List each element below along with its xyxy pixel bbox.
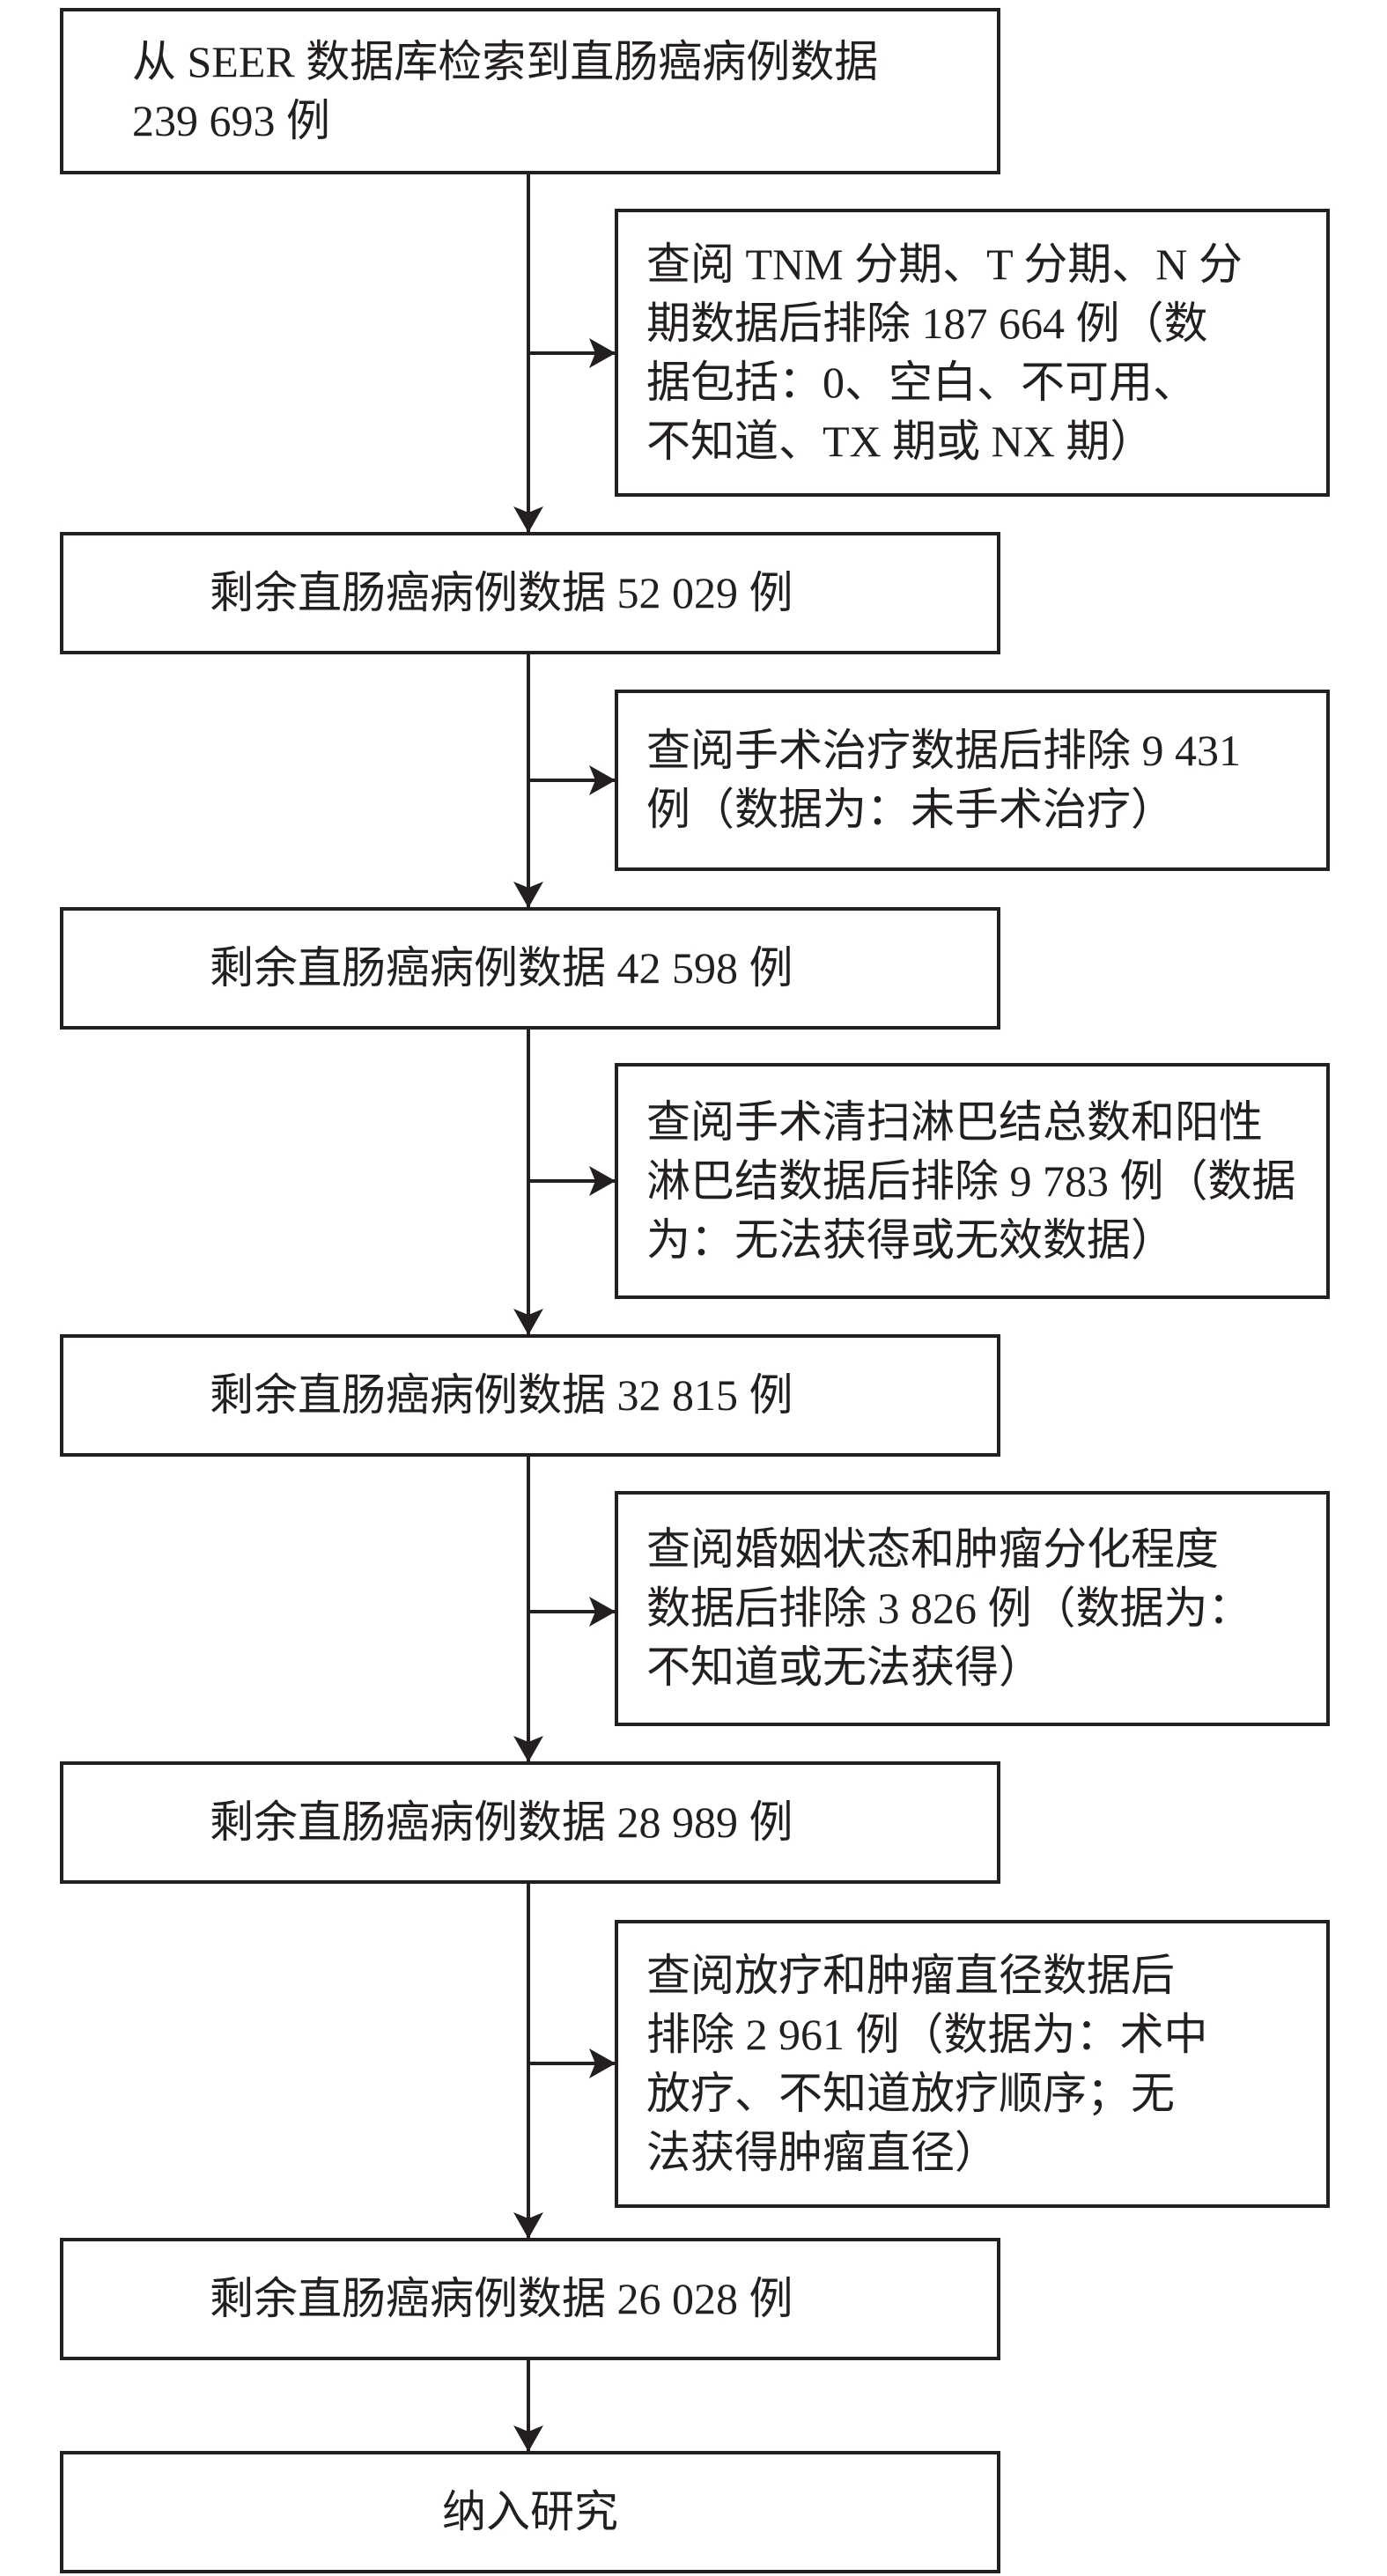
exclusion-text-5: 查阅放疗和肿瘤直径数据后 排除 2 961 例（数据为：术中 放疗、不知道放疗顺… bbox=[646, 1950, 1208, 2177]
final-box: 纳入研究 bbox=[60, 2451, 1000, 2573]
remaining-text-1: 剩余直肠癌病例数据 52 029 例 bbox=[210, 568, 793, 617]
exclusion-box-3: 查阅手术清扫淋巴结总数和阳性 淋巴结数据后排除 9 783 例（数据 为：无法获… bbox=[615, 1063, 1330, 1299]
remaining-text-5: 剩余直肠癌病例数据 26 028 例 bbox=[210, 2274, 793, 2323]
source-box: 从 SEER 数据库检索到直肠癌病例数据 239 693 例 bbox=[60, 8, 1000, 174]
exclusion-box-2: 查阅手术治疗数据后排除 9 431 例（数据为：未手术治疗） bbox=[615, 690, 1330, 871]
exclusion-text-3: 查阅手术清扫淋巴结总数和阳性 淋巴结数据后排除 9 783 例（数据 为：无法获… bbox=[646, 1096, 1296, 1265]
exclusion-box-1: 查阅 TNM 分期、T 分期、N 分 期数据后排除 187 664 例（数 据包… bbox=[615, 209, 1330, 497]
exclusion-text-2: 查阅手术治疗数据后排除 9 431 例（数据为：未手术治疗） bbox=[646, 726, 1241, 834]
remaining-text-4: 剩余直肠癌病例数据 28 989 例 bbox=[210, 1797, 793, 1847]
final-text: 纳入研究 bbox=[442, 2487, 618, 2536]
source-text: 从 SEER 数据库检索到直肠癌病例数据 239 693 例 bbox=[132, 36, 879, 145]
remaining-box-2: 剩余直肠癌病例数据 42 598 例 bbox=[60, 907, 1000, 1030]
remaining-text-2: 剩余直肠癌病例数据 42 598 例 bbox=[210, 943, 793, 993]
exclusion-box-4: 查阅婚姻状态和肿瘤分化程度 数据后排除 3 826 例（数据为： 不知道或无法获… bbox=[615, 1491, 1330, 1726]
remaining-box-3: 剩余直肠癌病例数据 32 815 例 bbox=[60, 1334, 1000, 1457]
remaining-box-4: 剩余直肠癌病例数据 28 989 例 bbox=[60, 1761, 1000, 1884]
exclusion-box-5: 查阅放疗和肿瘤直径数据后 排除 2 961 例（数据为：术中 放疗、不知道放疗顺… bbox=[615, 1920, 1330, 2208]
remaining-box-1: 剩余直肠癌病例数据 52 029 例 bbox=[60, 532, 1000, 654]
remaining-box-5: 剩余直肠癌病例数据 26 028 例 bbox=[60, 2238, 1000, 2360]
remaining-text-3: 剩余直肠癌病例数据 32 815 例 bbox=[210, 1370, 793, 1420]
exclusion-text-4: 查阅婚姻状态和肿瘤分化程度 数据后排除 3 826 例（数据为： 不知道或无法获… bbox=[646, 1524, 1252, 1692]
exclusion-text-1: 查阅 TNM 分期、T 分期、N 分 期数据后排除 187 664 例（数 据包… bbox=[646, 239, 1243, 466]
